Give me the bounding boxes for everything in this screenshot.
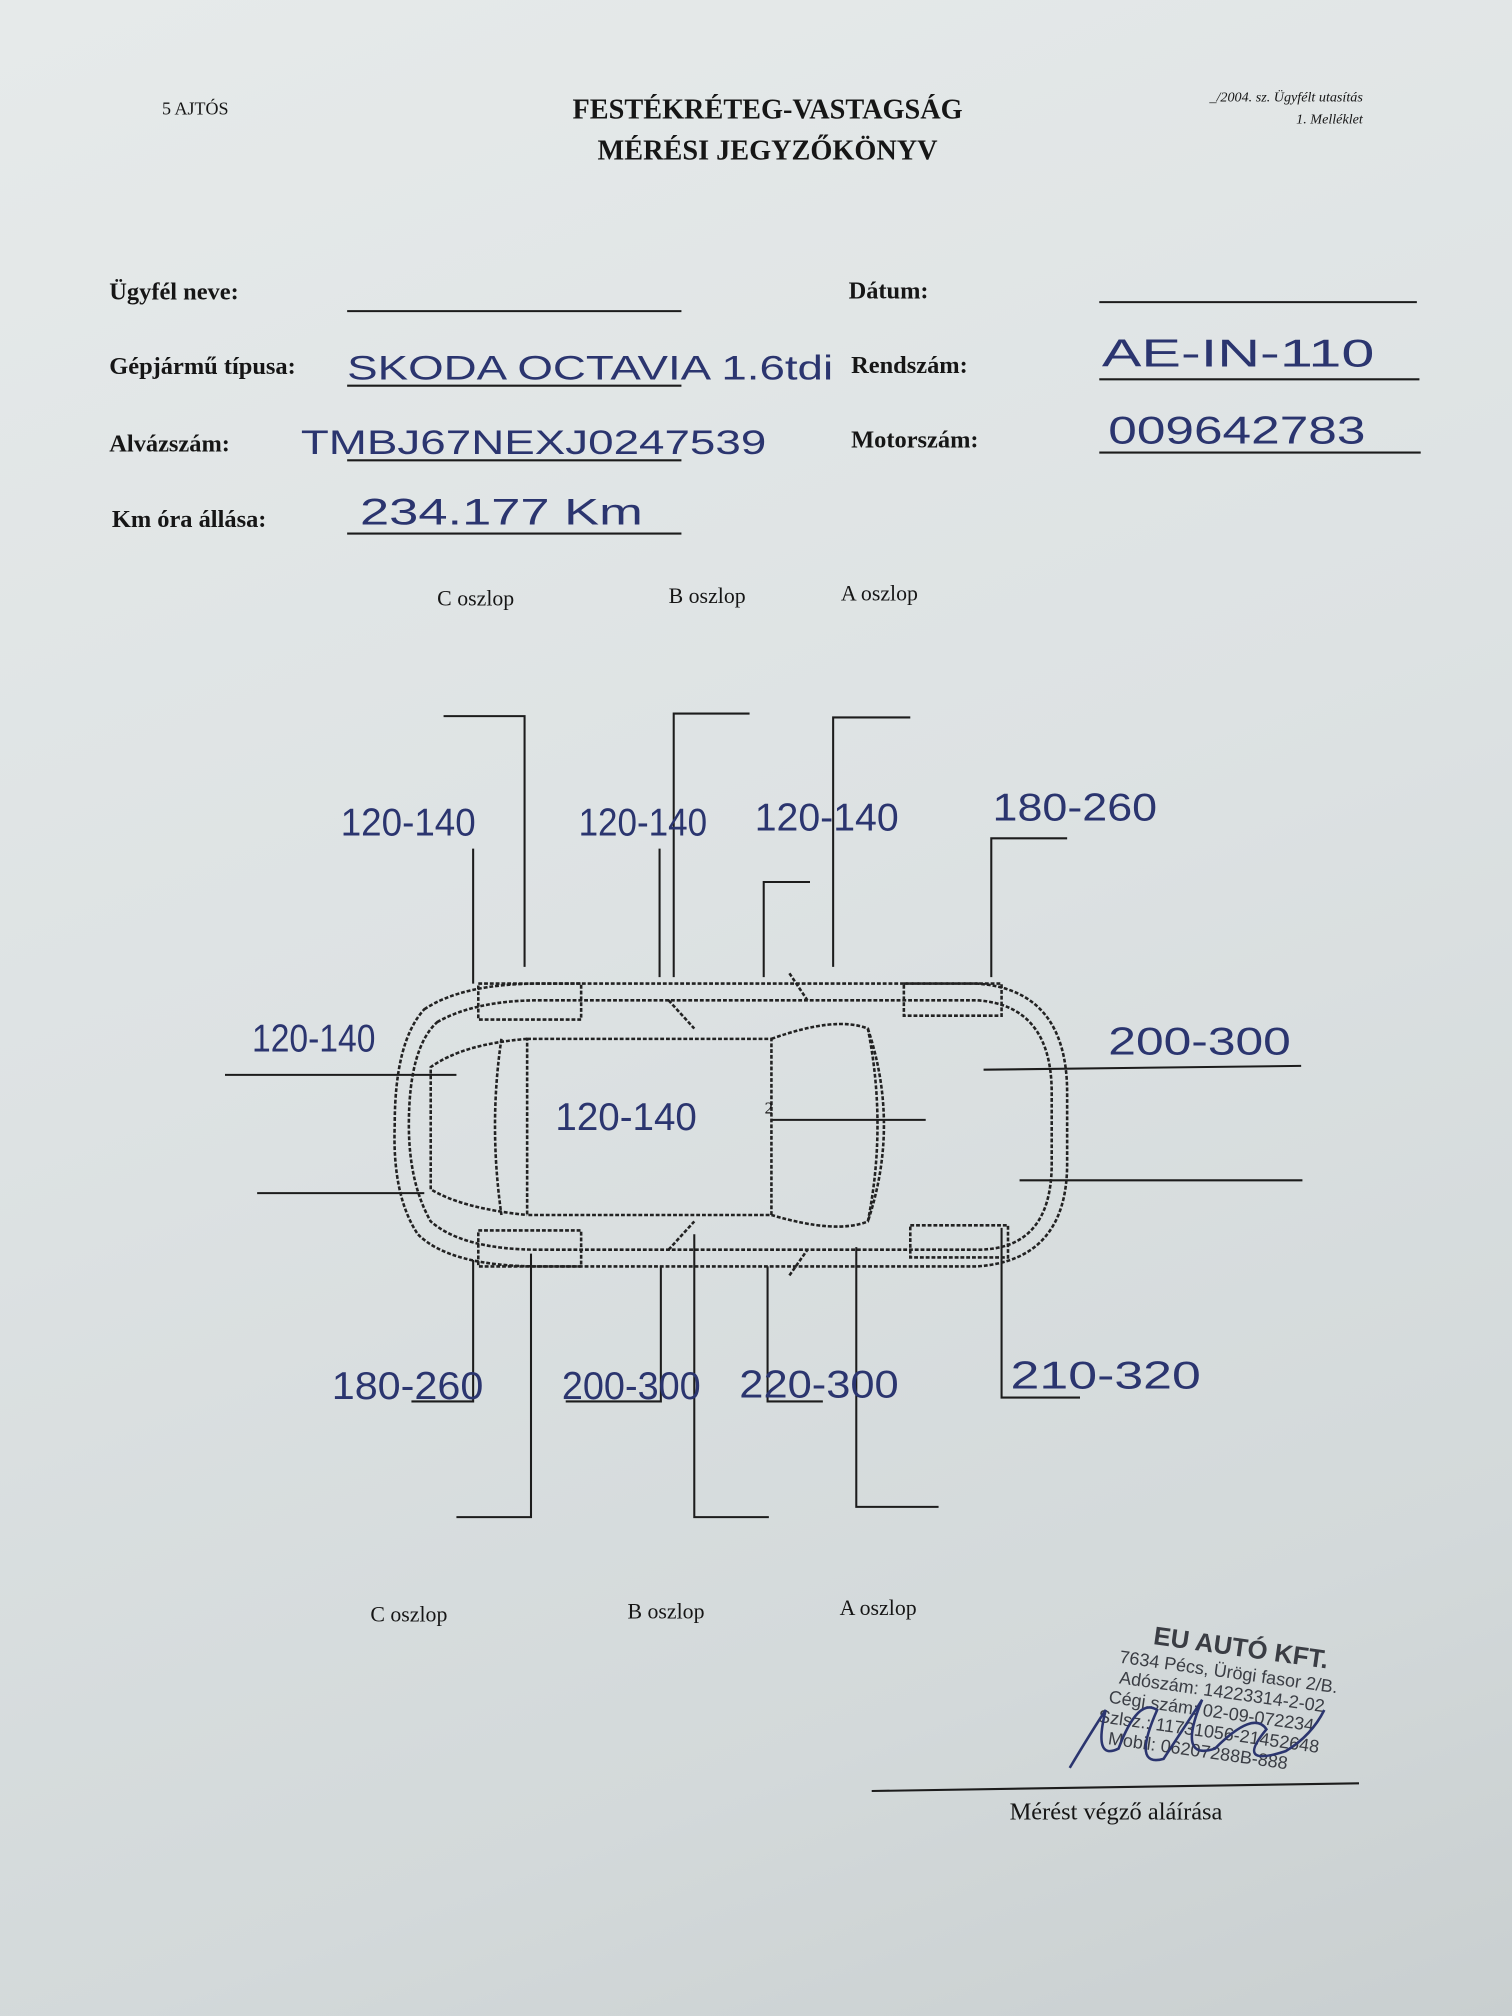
vehicle-type-label: Gépjármű típusa: bbox=[109, 353, 295, 380]
bottom-b-pillar-label: B oszlop bbox=[627, 1600, 704, 1624]
plate-label: Rendszám: bbox=[851, 352, 968, 379]
top-a-pillar-label: A oszlop bbox=[841, 581, 918, 605]
measurement-bottom-front-fender: 210-320 bbox=[1011, 1355, 1201, 1398]
leader-lines bbox=[225, 712, 1303, 1519]
measurement-bottom-rear-door: 200-300 bbox=[562, 1365, 701, 1408]
document-subtitle: MÉRÉSI JEGYZŐKÖNYV bbox=[598, 134, 939, 166]
plate-value: AE-IN-110 bbox=[1102, 332, 1375, 375]
measurement-bottom-rear-fender: 180-260 bbox=[332, 1365, 484, 1408]
company-stamp: EU AUTÓ KFT. 7634 Pécs, Ürögi fasor 2/B.… bbox=[1097, 1620, 1339, 1773]
reference-line-1: _/2004. sz. Ügyfélt utasítás bbox=[1208, 89, 1363, 106]
measurement-top-front-door-rear: 120-140 bbox=[579, 802, 708, 845]
document-title: FESTÉKRÉTEG-VASTAGSÁG bbox=[573, 94, 963, 125]
measurement-bottom-front-door: 220-300 bbox=[739, 1364, 898, 1407]
date-label: Dátum: bbox=[849, 277, 929, 304]
signature-line bbox=[871, 1782, 1360, 1793]
door-count: 5 AJTÓS bbox=[162, 97, 229, 118]
bottom-a-pillar-label: A oszlop bbox=[840, 1596, 917, 1620]
signature-scribble bbox=[1068, 1699, 1326, 1769]
measurement-top-front-door: 120-140 bbox=[755, 797, 899, 840]
signature-label: Mérést végző aláírása bbox=[1010, 1798, 1223, 1825]
chassis-value: TMBJ67NEXJ0247539 bbox=[301, 424, 766, 462]
engine-value: 009642783 bbox=[1108, 410, 1365, 453]
measurement-hood: 200-300 bbox=[1108, 1020, 1291, 1063]
reference-line-2: 1. Melléklet bbox=[1296, 111, 1364, 127]
top-b-pillar-label: B oszlop bbox=[669, 584, 746, 608]
measurement-top-rear-door: 120-140 bbox=[341, 802, 476, 845]
odometer-label: Km óra állása: bbox=[112, 506, 267, 533]
measurement-top-front-fender: 180-260 bbox=[993, 786, 1158, 829]
car-top-view-icon bbox=[393, 972, 1069, 1277]
chassis-label: Alvázszám: bbox=[109, 430, 230, 457]
odometer-value: 234.177 Km bbox=[360, 491, 643, 533]
marker-number: 2 bbox=[765, 1098, 773, 1117]
customer-label: Ügyfél neve: bbox=[109, 279, 238, 306]
engine-label: Motorszám: bbox=[851, 426, 978, 453]
top-c-pillar-label: C oszlop bbox=[437, 587, 514, 611]
bottom-c-pillar-label: C oszlop bbox=[370, 1602, 447, 1626]
measurement-roof: 120-140 bbox=[555, 1096, 696, 1139]
measurements: 120-140 120-140 120-140 180-260 120-140 … bbox=[252, 786, 1291, 1408]
vehicle-type-value: SKODA OCTAVIA 1.6tdi bbox=[347, 349, 833, 387]
measurement-rear: 120-140 bbox=[252, 1018, 375, 1061]
